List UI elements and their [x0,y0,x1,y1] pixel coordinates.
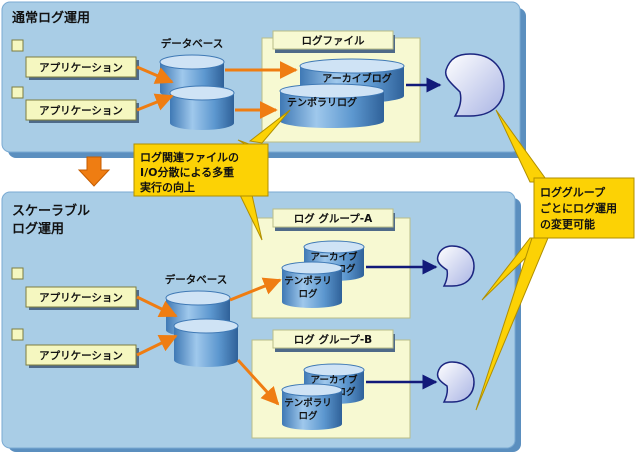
temporary-label-1: テンポラリ [284,275,332,287]
app-square-icon [11,39,24,52]
callout-ops: ロググループ ごとにログ運用 の変更可能 [475,109,635,411]
app-label: アプリケーション [39,349,123,362]
app-square-icon [11,86,24,99]
down-arrow-icon [77,156,111,187]
speech-bubble-icon [436,361,475,403]
temporary-log-cylinder-icon: テンポラリログ [279,83,385,128]
archive-label-1: アーカイブ [311,251,358,263]
top-app-1: アプリケーション [11,39,139,80]
temporary-label-2: ログ [298,410,318,422]
log-file-title: ログファイル [302,34,365,47]
archive-label-1: アーカイブ [311,374,358,386]
bottom-app-2: アプリケーション [11,328,139,368]
database-cylinder-icon [169,85,235,130]
temporary-log-label: テンポラリログ [287,96,357,109]
bottom-db-label: データベース [165,273,227,286]
top-app-2: アプリケーション [11,86,139,123]
callout-ops-line1: ロググループ [540,185,606,199]
callout-io: ログ関連ファイルの I/O分散による多重 実行の向上 [133,109,291,241]
speech-bubble-icon [444,53,505,117]
log-group-b: ログ グループ-B アーカイブ ログ テンポラリ ログ [251,329,438,439]
top-panel-title: 通常ログ運用 [12,10,90,26]
callout-ops-line2: ごとにログ運用 [540,201,617,215]
log-group-a: ログ グループ-A アーカイブ ログ テンポラリ ログ [251,208,438,319]
temporary-label-1: テンポラリ [284,397,332,409]
bottom-panel: スケーラブル ログ運用 アプリケーション アプリケーション データベース [1,191,521,452]
temporary-log-cylinder-icon: テンポラリ ログ [281,383,343,430]
bottom-app-1: アプリケーション [11,267,139,310]
callout-io-line3: 実行の向上 [140,180,195,194]
log-group-title: ログ グループ-B [294,333,372,346]
top-log-file-box: ログファイル アーカイブログ テンポラリログ [261,30,421,143]
callout-io-line1: ログ関連ファイルの [140,150,239,164]
app-label: アプリケーション [39,61,123,74]
top-panel: 通常ログ運用 アプリケーション アプリケーション データベース [1,1,526,158]
database-cylinder-icon [173,318,239,367]
temporary-label-2: ログ [298,288,318,300]
bottom-panel-title-1: スケーラブル [12,203,90,219]
top-db-label: データベース [161,37,223,50]
speech-bubble-icon [436,245,475,287]
archive-log-label: アーカイブログ [322,72,391,85]
app-square-icon [11,267,24,280]
app-label: アプリケーション [39,291,123,304]
app-square-icon [11,328,24,341]
callout-ops-line3: の変更可能 [540,217,595,231]
bottom-panel-title-2: ログ運用 [12,221,64,237]
app-label: アプリケーション [39,104,123,117]
temporary-log-cylinder-icon: テンポラリ ログ [281,261,343,308]
callout-io-line2: I/O分散による多重 [140,165,234,179]
log-group-title: ログ グループ-A [294,212,373,225]
